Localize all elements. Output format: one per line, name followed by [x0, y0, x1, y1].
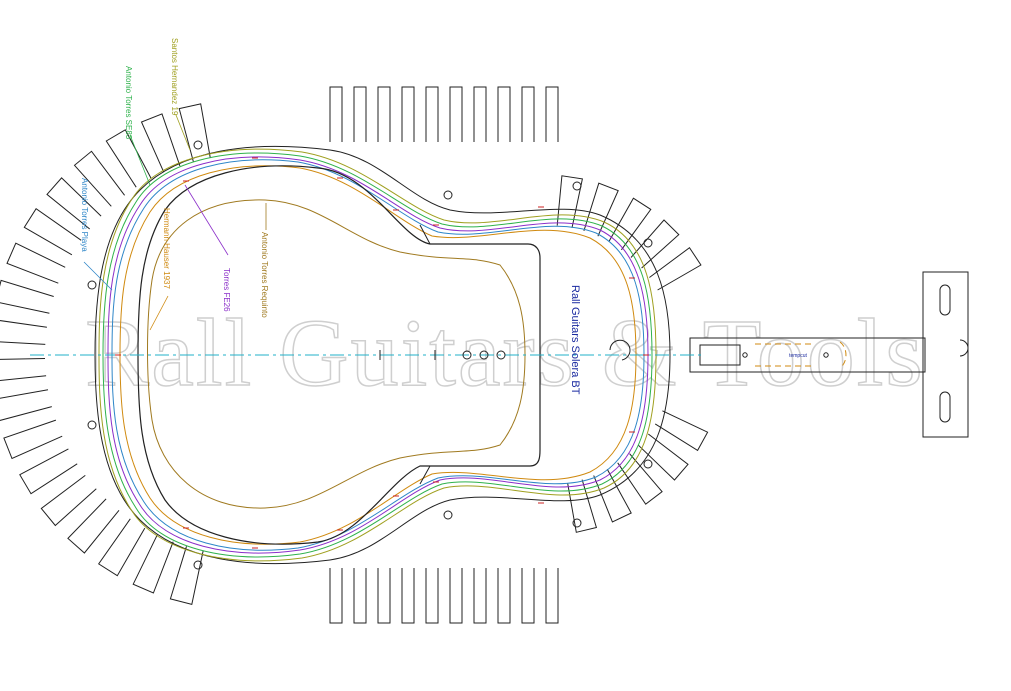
clamp-finger: [449, 568, 463, 624]
clamp-finger: [3, 419, 63, 460]
clamp-finger: [449, 86, 463, 142]
clamp-finger: [0, 279, 54, 314]
mounting-hole: [572, 518, 582, 528]
outline-torres-se83: [102, 152, 653, 558]
label-torres-playa: Antonio Torres Playa: [80, 178, 89, 252]
clamp-finger: [353, 86, 367, 142]
clamp-finger: [425, 568, 439, 624]
mounting-hole: [193, 140, 203, 150]
label-torres-se83: Antonio Torres SE83: [124, 66, 133, 140]
clamp-finger: [105, 129, 152, 188]
mold-waist-bracket: [419, 224, 431, 485]
clamp-finger: [132, 534, 174, 594]
clamp-finger: [0, 320, 47, 345]
marker-ticks: [115, 157, 649, 549]
mounting-hole: [193, 560, 203, 570]
clamp-finger: [654, 410, 709, 452]
clamp-finger: [329, 568, 343, 624]
mold-outer-outline: [94, 145, 671, 565]
label-torres-fe26: Torres FE26: [222, 268, 231, 312]
model-label: Rall Guitars Solera BT: [569, 285, 581, 395]
mounting-holes: [87, 140, 653, 570]
mounting-hole: [87, 280, 97, 290]
clamp-finger: [6, 242, 66, 284]
clamp-finger: [329, 86, 343, 142]
clamp-finger: [567, 479, 598, 533]
clamp-finger: [73, 150, 125, 207]
mounting-hole: [443, 510, 453, 520]
mounting-hole: [443, 190, 453, 200]
clamp-finger: [497, 86, 511, 142]
neck-dashed-marks: [755, 341, 847, 369]
clamp-finger: [497, 568, 511, 624]
clamp-finger: [353, 568, 367, 624]
clamp-finger: [473, 86, 487, 142]
mounting-hole: [87, 420, 97, 430]
label-torres-requinto: Antonio Torres Requinto: [260, 232, 269, 318]
outline-santos-hernandez: [98, 148, 657, 562]
clamp-finger: [521, 86, 535, 142]
clamp-finger: [521, 568, 535, 624]
clamp-finger: [583, 182, 619, 237]
heel-notch: [609, 339, 631, 361]
clamp-finger: [67, 498, 120, 554]
mounting-hole: [643, 238, 653, 248]
clamp-finger: [23, 207, 82, 256]
mounting-hole: [643, 459, 653, 469]
clamp-finger: [169, 546, 204, 606]
clamp-finger: [545, 568, 559, 624]
clamp-finger: [0, 389, 52, 421]
clamp-finger: [401, 86, 415, 142]
clamp-finger: [649, 246, 702, 291]
clamp-finger: [473, 568, 487, 624]
center-markers: [379, 350, 506, 360]
clamp-finger: [593, 468, 632, 523]
mold-clamp-fingers: [0, 86, 709, 624]
clamp-finger: [425, 86, 439, 142]
clamp-finger: [377, 86, 391, 142]
clamp-finger: [97, 518, 146, 577]
clamp-finger: [545, 86, 559, 142]
clamp-finger: [140, 113, 181, 173]
clamp-finger: [617, 453, 663, 505]
tempcut-label: tempcut: [789, 353, 807, 359]
mounting-hole: [572, 181, 582, 191]
clamp-finger: [608, 197, 652, 251]
outline-antonio-torres-playa: [111, 159, 645, 551]
clamp-finger: [40, 475, 97, 527]
clamp-finger: [46, 177, 102, 230]
clamp-finger: [178, 103, 211, 162]
clamp-finger: [19, 448, 78, 495]
outline-antonio-torres-requinto: [147, 199, 526, 509]
clamp-finger: [556, 175, 583, 228]
label-leader-lines: [83, 114, 267, 331]
mold-inner-cavity: [137, 165, 541, 545]
clamp-finger: [401, 568, 415, 624]
clamp-finger: [638, 433, 689, 481]
clamp-finger: [377, 568, 391, 624]
clamp-finger: [0, 358, 47, 382]
outline-torres-fe26: [107, 156, 649, 554]
label-hermann-hauser: Hermann Hauser 1937: [162, 208, 171, 289]
label-santos-hernandez: Santos Hernandez 19: [170, 38, 179, 116]
